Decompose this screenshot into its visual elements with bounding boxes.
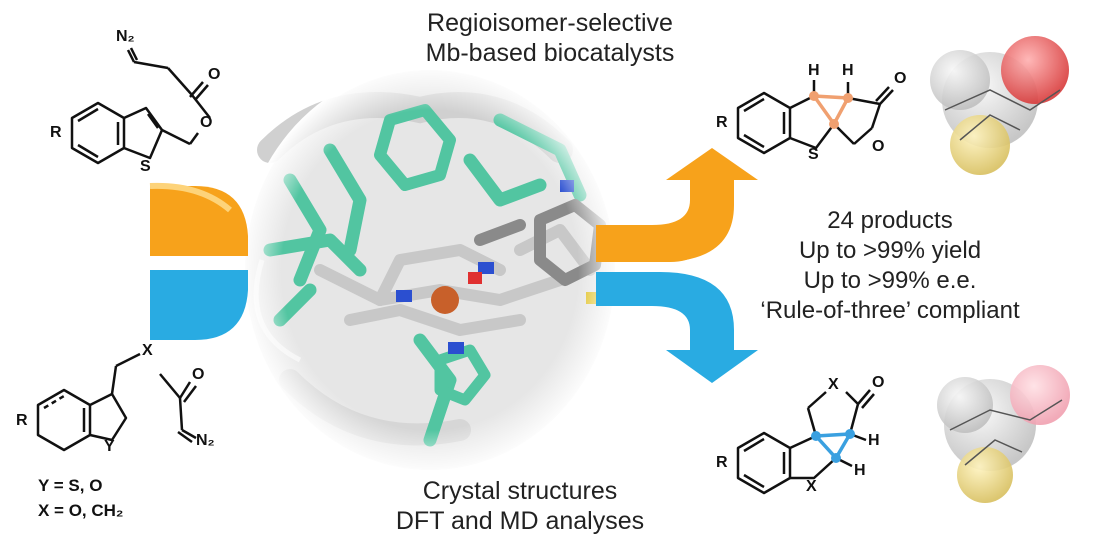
product-bottom-x-ring: X <box>806 478 817 495</box>
arrow-blue-left <box>150 270 248 340</box>
arrow-orange-left <box>149 182 248 256</box>
footer-line-2: DFT and MD analyses <box>395 507 645 535</box>
product-bottom-r-label: R <box>716 454 728 471</box>
product-top-s-label: S <box>808 146 819 163</box>
footer-line-1: Crystal structures <box>422 477 618 505</box>
product-top-o-ring: O <box>872 138 885 155</box>
product-bottom-x-lactone: X <box>828 376 839 393</box>
header-line-2: Mb-based biocatalysts <box>425 39 675 67</box>
results-line-1: 24 products <box>827 207 953 234</box>
substrate-top-n2-label: N₂ <box>116 28 135 45</box>
substrate-bottom-y-label: Y <box>104 438 115 455</box>
product-bottom-h1: H <box>868 432 880 449</box>
substrate-bottom-x-label: X <box>142 342 153 359</box>
space-filling-model-top <box>930 36 1069 175</box>
protein-active-site <box>240 65 620 475</box>
variable-definitions: Y = S, O X = O, CH₂ <box>38 474 124 523</box>
results-line-4: ‘Rule-of-three’ compliant <box>760 297 1020 324</box>
results-line-3: Up to >99% e.e. <box>803 267 977 294</box>
product-top-r-label: R <box>716 114 728 131</box>
substrate-bottom-r-label: R <box>16 412 28 429</box>
substrate-bottom-structure <box>36 352 197 452</box>
results-line-2: Up to >99% yield <box>798 237 982 264</box>
substrate-bottom-n2-label: N₂ <box>196 432 215 449</box>
header-title: Regioisomer-selective Mb-based biocataly… <box>330 8 770 68</box>
space-filling-model-bottom <box>937 365 1070 503</box>
product-bottom-structure <box>736 389 875 495</box>
product-top-cyclopropane <box>809 91 853 129</box>
footer-title: Crystal structures DFT and MD analyses <box>300 476 740 536</box>
product-bottom-h2: H <box>854 462 866 479</box>
x-definition: X = O, CH₂ <box>38 500 124 520</box>
substrate-top-s-label: S <box>140 158 151 175</box>
arrow-orange-right <box>596 148 758 262</box>
product-bottom-cyclopropane <box>811 429 855 463</box>
product-top-structure <box>736 80 894 155</box>
substrate-top-o-carbonyl: O <box>208 66 221 83</box>
product-top-h1: H <box>808 62 820 79</box>
substrate-top-o-ester: O <box>200 114 213 131</box>
product-top-h2: H <box>842 62 854 79</box>
product-top-o-carbonyl: O <box>894 70 907 87</box>
substrate-bottom-o-label: O <box>192 366 205 383</box>
substrate-top-structure <box>70 47 211 165</box>
substrate-top-r-label: R <box>50 124 62 141</box>
header-line-1: Regioisomer-selective <box>427 9 673 37</box>
arrow-blue-right <box>596 272 758 383</box>
results-summary: 24 products Up to >99% yield Up to >99% … <box>720 206 1060 326</box>
product-bottom-o-label: O <box>872 374 885 391</box>
y-definition: Y = S, O <box>38 476 103 495</box>
